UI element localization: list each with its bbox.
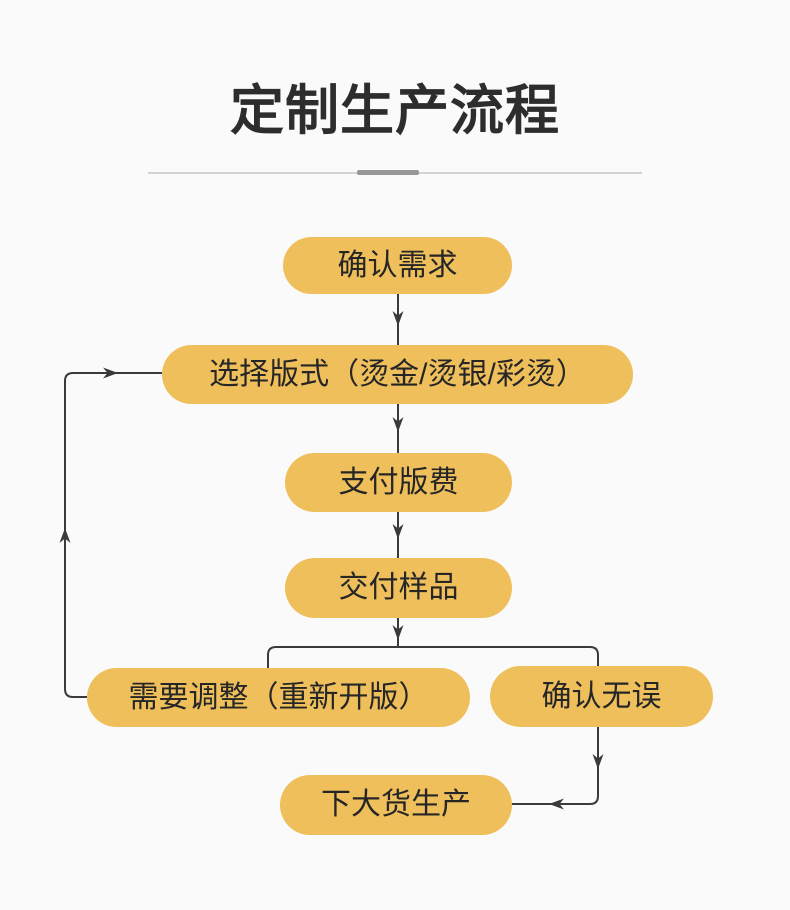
edge-adjust-to-choose-line <box>64 372 162 698</box>
flow-node-label: 需要调整（重新开版） <box>128 680 429 714</box>
edge-deliver-to-branch-arrowhead-icon <box>392 625 404 640</box>
page-title: 定制生产流程 <box>230 81 560 141</box>
flow-node-pay-plate-fee: 支付版费 <box>285 453 512 512</box>
edge-adjust-to-choose-right-arrowhead-icon <box>103 367 118 379</box>
flow-node-label: 选择版式（烫金/烫银/彩烫） <box>209 357 586 391</box>
edge-choose-to-pay-arrowhead-icon <box>392 417 404 432</box>
flow-node-confirm-ok: 确认无误 <box>490 666 713 727</box>
flow-node-need-adjustment: 需要调整（重新开版） <box>87 668 470 727</box>
edge-ok-to-production-line <box>512 727 599 805</box>
flow-node-confirm-demand: 确认需求 <box>283 237 512 294</box>
flow-node-deliver-sample: 交付样品 <box>285 558 512 618</box>
edge-ok-to-production-down-arrowhead-icon <box>592 754 604 769</box>
title-divider-accent <box>357 170 419 175</box>
flow-node-mass-production: 下大货生产 <box>280 775 512 835</box>
flow-node-label: 确认无误 <box>541 679 662 713</box>
edge-ok-to-production-left-arrowhead-icon <box>549 798 564 810</box>
flow-node-label: 确认需求 <box>337 248 458 282</box>
flow-node-choose-format: 选择版式（烫金/烫银/彩烫） <box>162 345 633 404</box>
edge-confirm-to-choose-arrowhead-icon <box>392 311 404 326</box>
branch-connector-line <box>267 646 599 668</box>
flow-node-label: 支付版费 <box>338 465 459 499</box>
flow-node-label: 交付样品 <box>338 571 459 604</box>
edge-pay-to-deliver-arrowhead-icon <box>392 524 404 539</box>
edge-adjust-to-choose-up-arrowhead-icon <box>59 528 71 543</box>
flow-node-label: 下大货生产 <box>321 788 471 821</box>
